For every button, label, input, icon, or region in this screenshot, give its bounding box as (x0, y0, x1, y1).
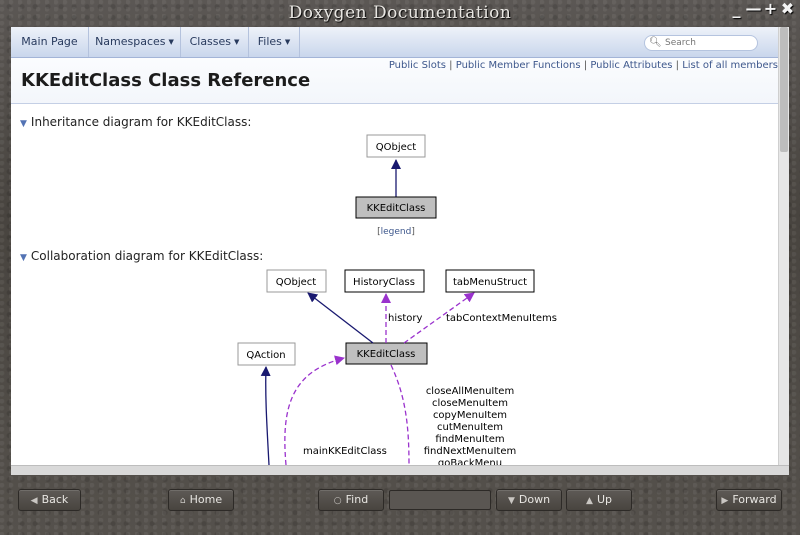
collab-edge-menuitems (390, 364, 410, 465)
magnifier-icon: ○ (333, 496, 342, 506)
chevron-down-icon: ▼ (168, 38, 174, 46)
node-label: QObject (376, 142, 417, 153)
collab-edge-qobject (307, 292, 374, 344)
vertical-scrollbar[interactable] (778, 27, 789, 465)
member-label: findNextMenuItem (424, 446, 517, 457)
collab-node-qobject[interactable]: QObject (266, 269, 327, 293)
collab-edge-qaction (260, 366, 271, 465)
search-input[interactable] (665, 37, 753, 49)
tab-label: Main Page (21, 35, 78, 48)
member-label: goBackMenu (438, 458, 502, 465)
forward-label: Forward (732, 493, 777, 506)
down-label: Down (518, 493, 551, 506)
inheritance-heading[interactable]: ▼Inheritance diagram for KKEditClass: (20, 115, 251, 129)
shade-button[interactable]: _ (732, 0, 741, 18)
collab-edge-mainkkedit (284, 355, 345, 465)
minimize-button[interactable]: — (745, 0, 762, 18)
arrow-right-icon: ▶ (721, 496, 729, 506)
inheritance-heading-text: Inheritance diagram for KKEditClass: (30, 115, 252, 129)
inheritance-node-qobject[interactable]: QObject (366, 134, 426, 158)
maximize-button[interactable]: + (763, 0, 778, 18)
link-public-slots[interactable]: Public Slots (388, 60, 446, 71)
node-label: HistoryClass (353, 277, 415, 288)
member-label: findMenuItem (435, 434, 504, 445)
home-label: Home (189, 493, 223, 506)
down-button[interactable]: ▼Down (496, 489, 562, 511)
tab-main-page[interactable]: Main Page (11, 27, 89, 57)
edge-label-mainkkedit: mainKKEditClass (303, 446, 387, 457)
nav-bar: Main Page Namespaces▼ Classes▼ Files▼ 🔍︎ (11, 27, 778, 58)
tab-classes[interactable]: Classes▼ (181, 27, 249, 57)
node-label: KKEditClass (367, 203, 426, 214)
window-controls: _ — + ✖ (728, 1, 796, 21)
node-label: tabMenuStruct (453, 277, 527, 288)
search-box[interactable]: 🔍︎ (644, 35, 758, 51)
node-label: KKEditClass (357, 349, 416, 360)
link-separator: | (675, 60, 680, 71)
home-icon: ⌂ (179, 496, 186, 506)
tab-label: Namespaces (95, 35, 166, 48)
collapse-triangle-icon[interactable]: ▼ (20, 253, 27, 263)
collab-edge-tabcontext (403, 292, 475, 344)
legend-bracket: ] (411, 227, 415, 237)
up-label: Up (596, 493, 612, 506)
legend-link[interactable]: [legend] (377, 227, 415, 237)
forward-button[interactable]: ▶Forward (716, 489, 782, 511)
tab-files[interactable]: Files▼ (249, 27, 300, 57)
edge-label-history: history (388, 313, 422, 324)
inheritance-node-kkeditclass[interactable]: KKEditClass (355, 196, 437, 219)
link-public-attributes[interactable]: Public Attributes (590, 60, 673, 71)
tab-namespaces[interactable]: Namespaces▼ (89, 27, 181, 57)
link-list-all-members[interactable]: List of all members (682, 60, 778, 71)
member-label: closeMenuItem (432, 398, 508, 409)
summary-links: Public Slots | Public Member Functions |… (389, 60, 778, 71)
collab-node-tabmenustruct[interactable]: tabMenuStruct (445, 269, 535, 293)
arrow-up-icon: ▲ (586, 496, 593, 506)
collab-node-historyclass[interactable]: HistoryClass (344, 269, 425, 293)
browser-viewport: Main Page Namespaces▼ Classes▼ Files▼ 🔍︎… (11, 27, 789, 465)
vertical-scrollbar-thumb[interactable] (780, 27, 788, 152)
collaboration-heading[interactable]: ▼Collaboration diagram for KKEditClass: (20, 249, 263, 263)
collaboration-heading-text: Collaboration diagram for KKEditClass: (30, 249, 264, 263)
arrow-down-icon: ▼ (507, 496, 515, 506)
member-label: closeAllMenuItem (426, 386, 514, 397)
page-header: KKEditClass Class Reference Public Slots… (11, 58, 778, 104)
search-icon[interactable]: 🔍︎ (649, 37, 662, 48)
chevron-down-icon: ▼ (234, 38, 240, 46)
back-button[interactable]: ◀Back (18, 489, 81, 511)
node-label: QAction (246, 350, 285, 361)
arrow-left-icon: ◀ (30, 496, 38, 506)
page-title: KKEditClass Class Reference (21, 70, 311, 91)
collapse-triangle-icon[interactable]: ▼ (20, 119, 27, 129)
tab-label: Files (257, 35, 282, 48)
chevron-down-icon: ▼ (284, 38, 291, 46)
find-field[interactable] (389, 490, 491, 510)
edge-label-tabcontext: tabContextMenuItems (446, 313, 557, 324)
title-bar[interactable]: Doxygen Documentation _ — + ✖ (0, 0, 800, 26)
horizontal-scrollbar[interactable] (11, 465, 789, 475)
link-separator: | (583, 60, 588, 71)
member-label: cutMenuItem (437, 422, 503, 433)
node-label: QObject (276, 277, 317, 288)
find-button[interactable]: ○Find (318, 489, 384, 511)
legend-bracket: [ (377, 227, 381, 237)
close-button[interactable]: ✖ (780, 0, 795, 18)
link-separator: | (449, 60, 453, 71)
back-label: Back (41, 493, 69, 506)
tab-label: Classes (189, 35, 232, 48)
up-button[interactable]: ▲Up (566, 489, 632, 511)
window-title: Doxygen Documentation (288, 3, 512, 23)
member-label: copyMenuItem (433, 410, 507, 421)
collab-node-kkeditclass[interactable]: KKEditClass (345, 342, 428, 365)
class-diagrams: QObject KKEditClass [legend] QObject His… (237, 134, 557, 465)
home-button[interactable]: ⌂Home (168, 489, 234, 511)
link-public-member-functions[interactable]: Public Member Functions (455, 60, 581, 71)
legend-label: legend (381, 227, 412, 237)
find-label: Find (345, 493, 369, 506)
collab-node-qaction[interactable]: QAction (237, 342, 296, 366)
